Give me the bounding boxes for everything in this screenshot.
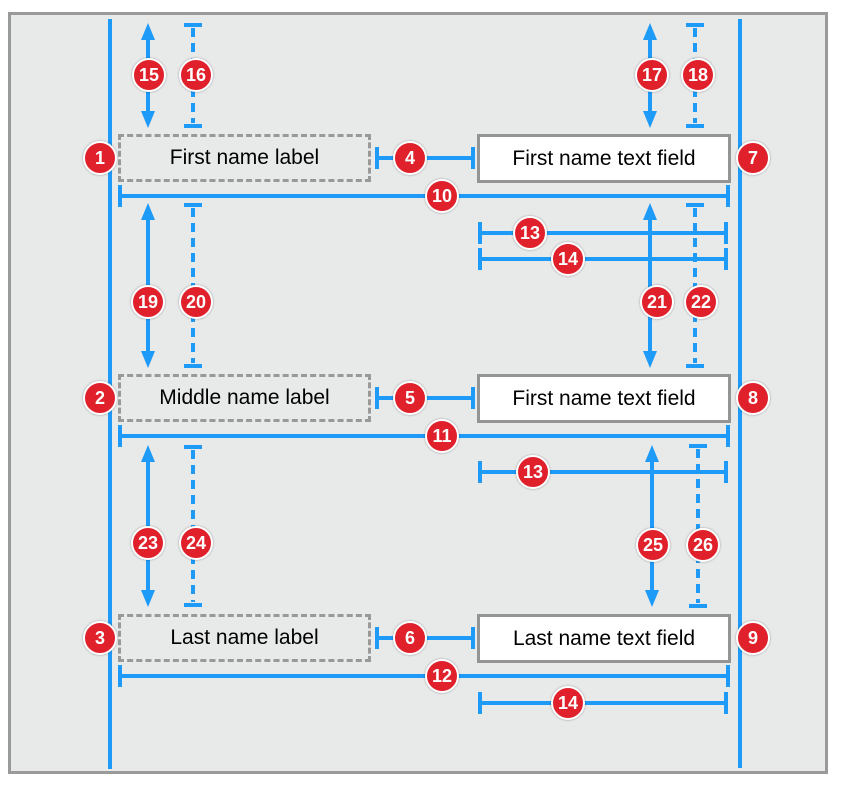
arrow-down-icon [645, 590, 659, 607]
constraint-badge-23: 23 [131, 526, 165, 560]
tick-left [375, 387, 379, 409]
middle-row-text-field-box: First name text field [477, 374, 731, 423]
field-width-measure-line-14b [478, 692, 728, 714]
tick-right [471, 627, 475, 649]
first-name-label-text: First name label [169, 146, 320, 169]
cap-bottom [686, 124, 704, 128]
constraint-badge-13a: 13 [513, 216, 547, 250]
cap-bottom [689, 604, 707, 608]
tick-right [724, 222, 728, 244]
constraint-badge-4: 4 [393, 141, 427, 175]
cap-top [184, 445, 202, 449]
tick-left [478, 692, 482, 714]
constraint-badge-21: 21 [640, 285, 674, 319]
first-name-label-box: First name label [118, 134, 371, 182]
constraint-badge-14a: 14 [551, 242, 585, 276]
arrow-down-icon [141, 351, 155, 368]
constraint-badge-7: 7 [736, 141, 770, 175]
field-width-measure-line-14a [478, 248, 728, 270]
cap-bottom [184, 364, 202, 368]
constraint-badge-17: 17 [635, 58, 669, 92]
tick-right [724, 692, 728, 714]
constraint-badge-20: 20 [179, 285, 213, 319]
cap-bottom [686, 364, 704, 368]
arrow-down-icon [643, 351, 657, 368]
vertical-spacing-arrow-25 [645, 445, 659, 607]
constraint-badge-22: 22 [684, 285, 718, 319]
field-width-measure-line-13a [478, 222, 728, 244]
constraint-badge-1: 1 [83, 141, 117, 175]
cap-bottom [184, 603, 202, 607]
tick-left [478, 461, 482, 483]
cap-bottom [184, 124, 202, 128]
constraint-badge-19: 19 [131, 285, 165, 319]
constraint-badge-2: 2 [83, 381, 117, 415]
width-measure-line-11 [118, 425, 730, 447]
tick-right [724, 248, 728, 270]
tick-right [726, 185, 730, 207]
dashed-line [696, 449, 700, 603]
constraint-badge-13b: 13 [516, 455, 550, 489]
constraint-badge-18: 18 [681, 58, 715, 92]
cap-top [184, 23, 202, 27]
tick-left [118, 185, 122, 207]
tick-right [471, 387, 475, 409]
constraint-badge-25: 25 [636, 528, 670, 562]
middle-name-label-box: Middle name label [118, 374, 371, 422]
constraint-badge-3: 3 [83, 621, 117, 655]
tick-right [726, 425, 730, 447]
middle-name-label-text: Middle name label [159, 386, 330, 409]
tick-left [118, 425, 122, 447]
arrow-up-icon [643, 203, 657, 220]
last-name-label-box: Last name label [118, 614, 371, 662]
constraint-badge-6: 6 [393, 621, 427, 655]
cap-top [686, 23, 704, 27]
arrow-up-icon [643, 23, 657, 40]
constraint-badge-8: 8 [736, 381, 770, 415]
vertical-dashed-measure-26 [689, 444, 707, 608]
tick-left [118, 665, 122, 687]
constraint-badge-5: 5 [393, 381, 427, 415]
tick-left [375, 627, 379, 649]
tick-left [375, 147, 379, 169]
arrow-shaft [650, 456, 654, 596]
arrow-down-icon [141, 590, 155, 607]
arrow-up-icon [645, 445, 659, 462]
cap-top [686, 203, 704, 207]
tick-left [478, 248, 482, 270]
tick-right [726, 665, 730, 687]
last-name-text-field-text: Last name text field [512, 626, 696, 650]
tick-right [724, 461, 728, 483]
width-measure-line-10 [118, 185, 730, 207]
middle-row-text-field-text: First name text field [512, 386, 696, 410]
arrow-up-icon [141, 23, 155, 40]
constraint-badge-15: 15 [132, 58, 166, 92]
last-name-text-field-box: Last name text field [477, 614, 731, 663]
arrow-up-icon [141, 203, 155, 220]
constraint-badge-12: 12 [425, 659, 459, 693]
field-width-measure-line-13b [478, 461, 728, 483]
constraint-badge-9: 9 [736, 621, 770, 655]
arrow-down-icon [643, 111, 657, 128]
constraint-badge-16: 16 [179, 58, 213, 92]
width-measure-line-12 [118, 665, 730, 687]
first-name-text-field-box: First name text field [477, 134, 731, 183]
constraint-badge-14b: 14 [551, 686, 585, 720]
cap-top [184, 203, 202, 207]
tick-right [471, 147, 475, 169]
tick-left [478, 222, 482, 244]
cap-top [689, 444, 707, 448]
arrow-up-icon [141, 445, 155, 462]
first-name-text-field-text: First name text field [512, 146, 696, 170]
arrow-down-icon [141, 111, 155, 128]
constraint-badge-24: 24 [179, 526, 213, 560]
constraint-badge-10: 10 [425, 179, 459, 213]
last-name-label-text: Last name label [170, 626, 319, 649]
constraint-badge-26: 26 [686, 528, 720, 562]
constraint-badge-11: 11 [425, 419, 459, 453]
